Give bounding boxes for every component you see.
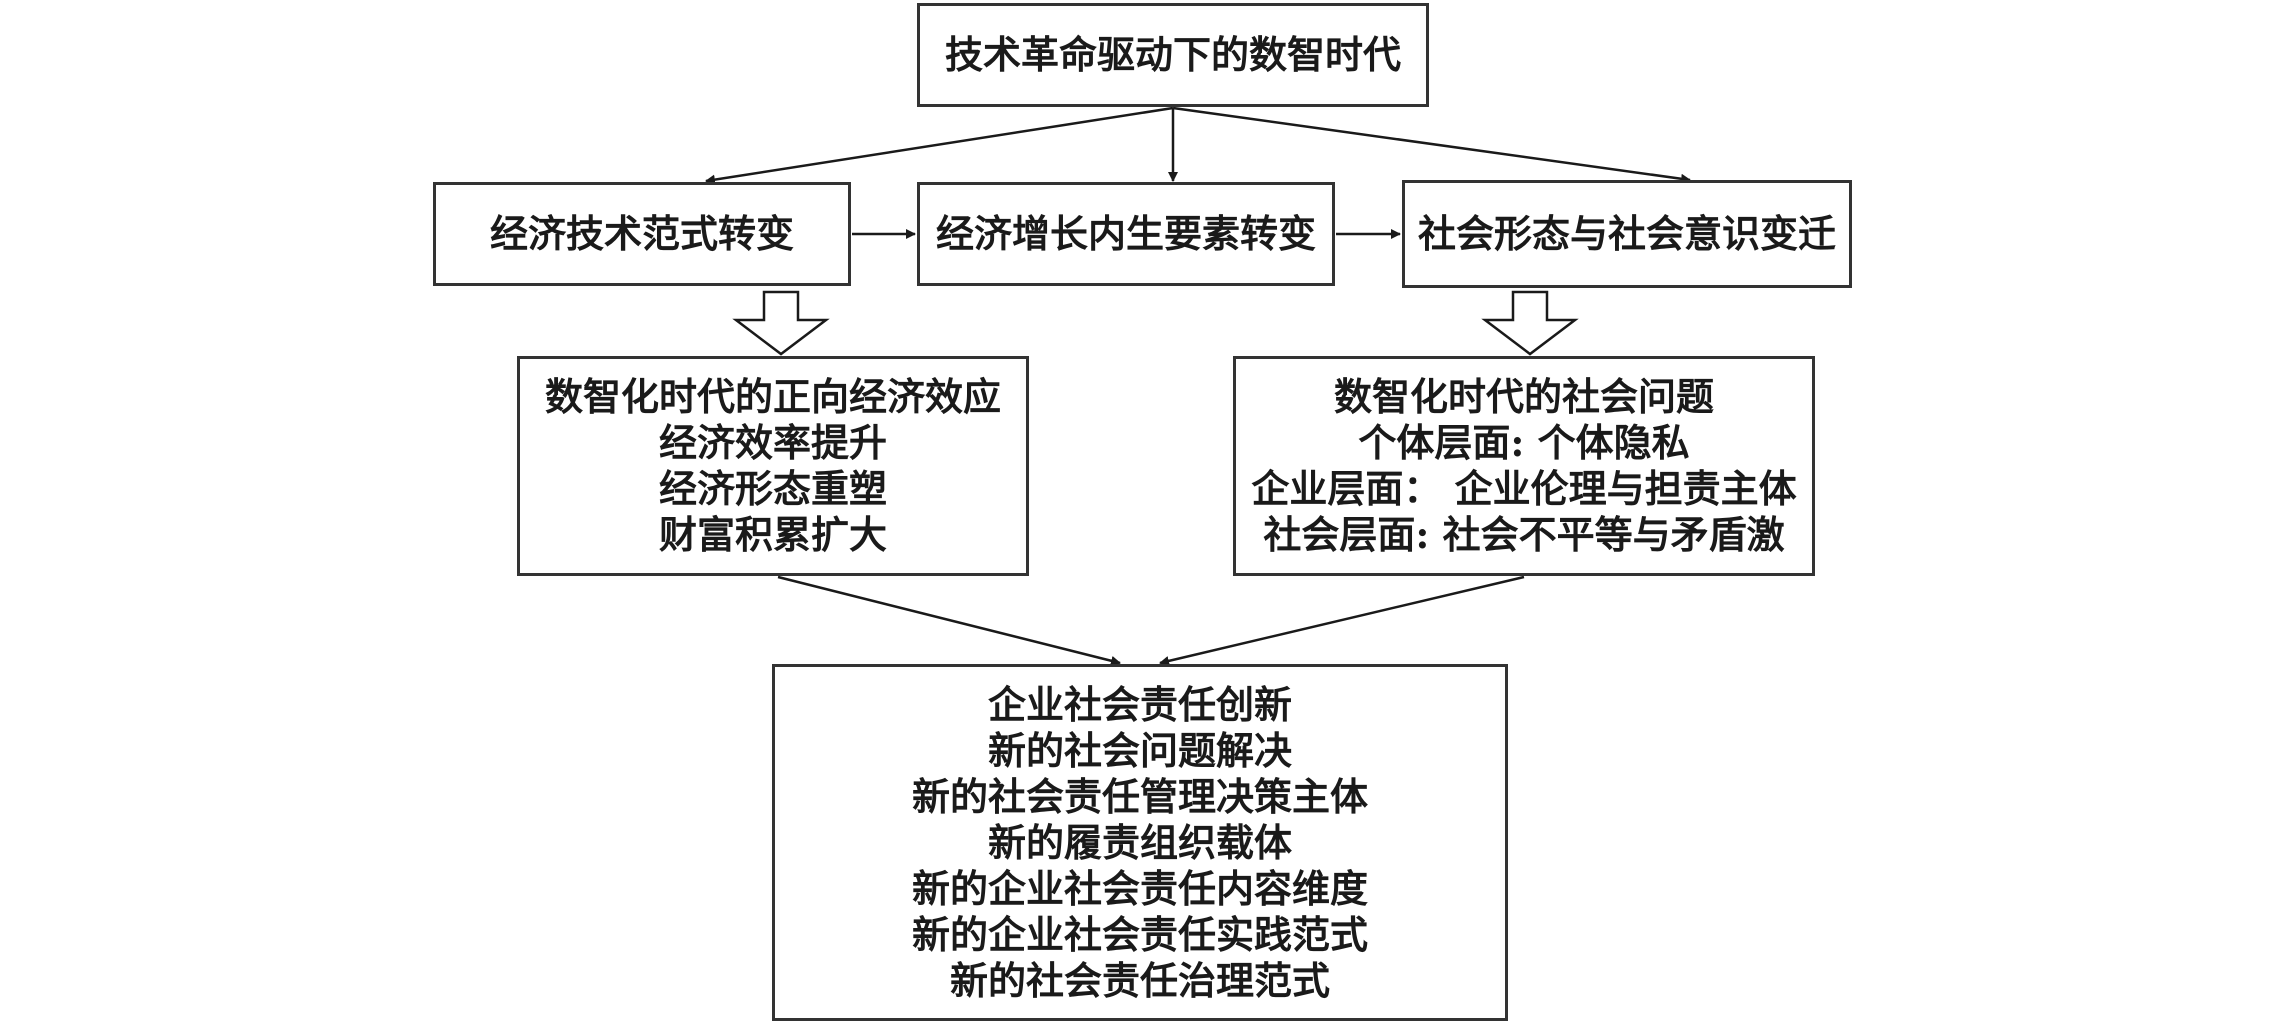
box-growth-factor-shift-label: 经济增长内生要素转变: [935, 211, 1316, 256]
box-social-problems: 数智化时代的社会问题 个体层面: 个体隐私 企业层面： 企业伦理与担责主体 社会…: [1233, 356, 1815, 576]
hollow-arrow-left: [732, 290, 830, 356]
box-digital-era: 技术革命驱动下的数智时代: [917, 3, 1429, 107]
csr-innovation-item: 新的企业社会责任实践范式: [911, 911, 1368, 957]
box-positive-economic-effects: 数智化时代的正向经济效应 经济效率提升 经济形态重塑 财富积累扩大: [517, 356, 1029, 576]
box-growth-factor-shift: 经济增长内生要素转变: [917, 182, 1335, 286]
social-problem-item: 企业层面： 企业伦理与担责主体: [1251, 466, 1797, 511]
arrow-social-to-bottom: [1159, 575, 1525, 666]
econ-effect-item: 财富积累扩大: [658, 512, 887, 557]
econ-effect-item: 经济形态重塑: [658, 466, 887, 511]
box-social-change-label: 社会形态与社会意识变迁: [1417, 211, 1836, 256]
econ-effects-title: 数智化时代的正向经济效应: [544, 374, 1001, 419]
box-economic-paradigm-shift-label: 经济技术范式转变: [489, 211, 794, 256]
social-problem-item: 社会层面: 社会不平等与矛盾激: [1263, 512, 1785, 557]
social-problems-title: 数智化时代的社会问题: [1333, 374, 1714, 419]
arrow-econ-to-bottom: [777, 575, 1121, 666]
hollow-arrow-right: [1481, 290, 1579, 356]
csr-innovation-item: 新的社会责任治理范式: [949, 957, 1330, 1003]
csr-innovation-item: 新的社会责任管理决策主体: [911, 773, 1368, 819]
csr-innovation-item: 新的企业社会责任内容维度: [911, 865, 1368, 911]
csr-innovation-title: 企业社会责任创新: [987, 681, 1292, 727]
box-csr-innovation: 企业社会责任创新 新的社会问题解决 新的社会责任管理决策主体 新的履责组织载体 …: [772, 664, 1508, 1021]
arrow-top-to-left: [705, 106, 1174, 185]
box-economic-paradigm-shift: 经济技术范式转变: [433, 182, 851, 286]
econ-effect-item: 经济效率提升: [658, 420, 887, 465]
box-digital-era-label: 技术革命驱动下的数智时代: [944, 32, 1401, 77]
arrow-top-to-right: [1172, 106, 1691, 184]
csr-innovation-item: 新的社会问题解决: [987, 727, 1292, 773]
social-problem-item: 个体层面: 个体隐私: [1358, 420, 1690, 465]
csr-innovation-item: 新的履责组织载体: [987, 819, 1292, 865]
box-social-change: 社会形态与社会意识变迁: [1402, 180, 1852, 288]
